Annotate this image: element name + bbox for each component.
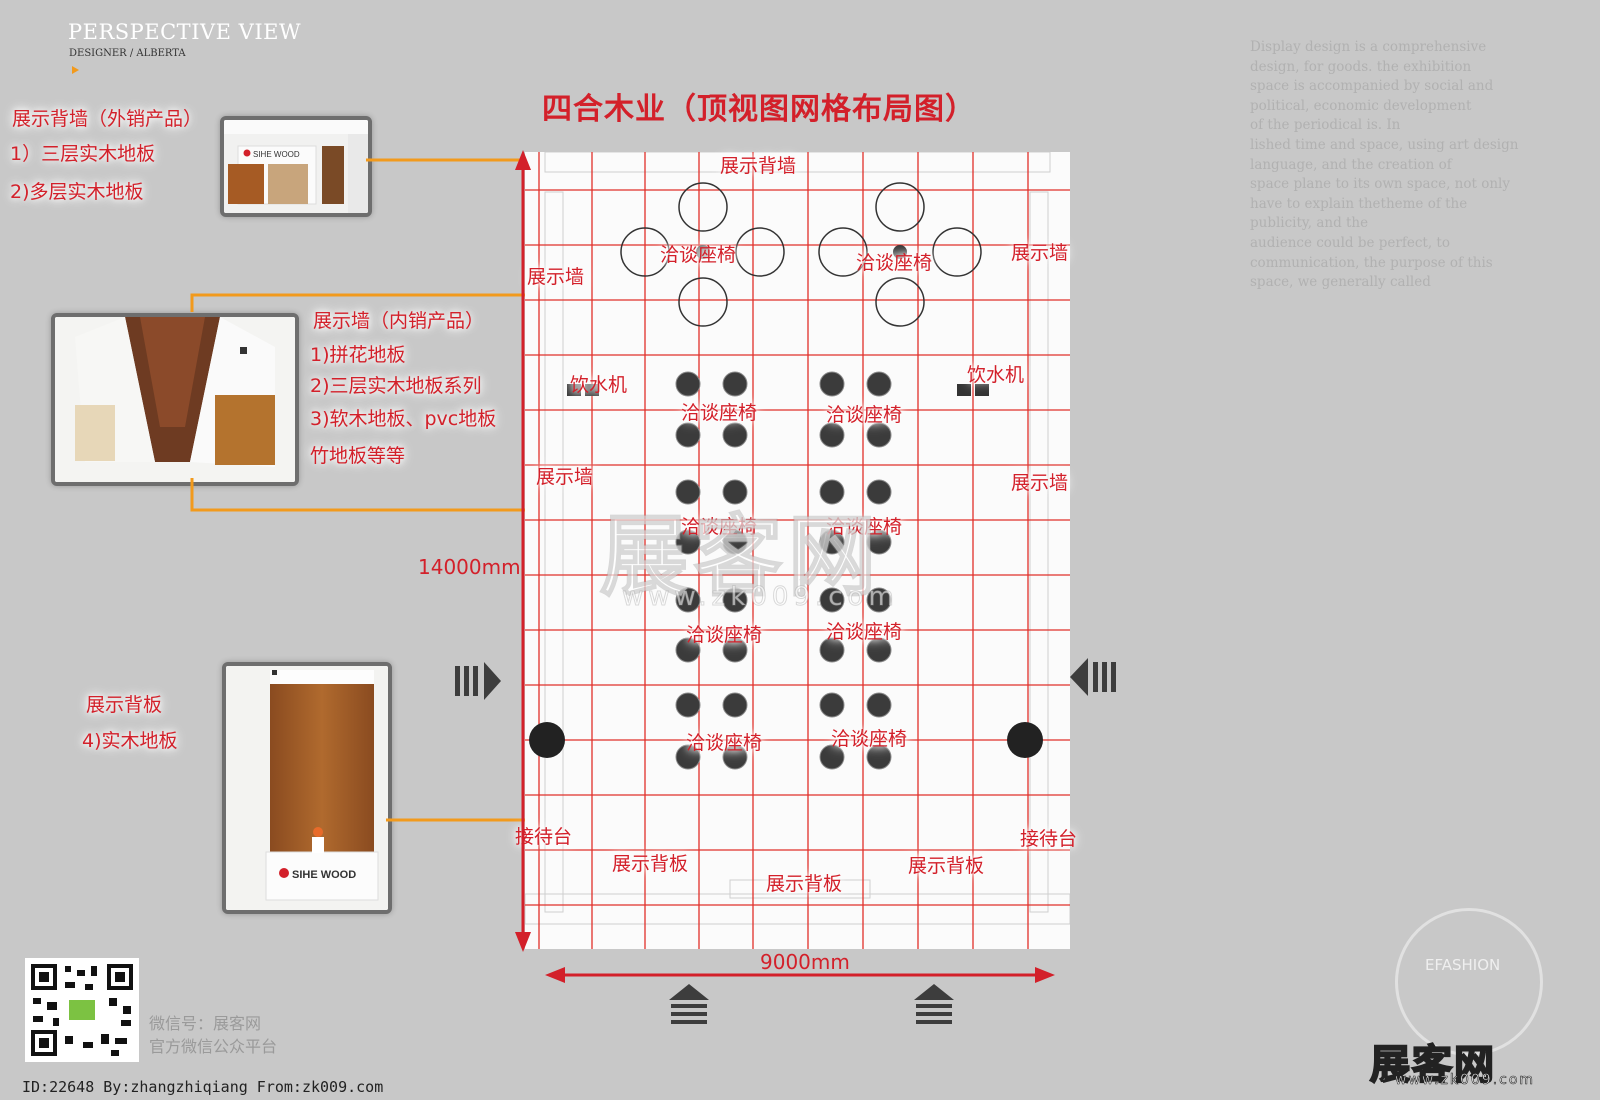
description-line: design, for goods. the exhibition xyxy=(1250,58,1472,75)
photo-logo-text: SIHE WOOD xyxy=(253,150,300,159)
description-line: language, and the creation of xyxy=(1250,156,1452,173)
plan-label-chairs: 洽谈座椅 xyxy=(660,244,737,266)
description-line: have to explain thetheme of the xyxy=(1250,195,1468,212)
callout-back-wall-title: 展示背墙（外销产品） xyxy=(12,108,203,130)
photo-logo-text: SIHE WOOD xyxy=(292,869,356,881)
description-line: communication, the purpose of this xyxy=(1250,254,1493,271)
plan-label-display-board: 展示背板 xyxy=(612,853,689,875)
plan-label-chairs: 洽谈座椅 xyxy=(826,621,903,643)
description-line: space, we generally called xyxy=(1250,274,1431,291)
plan-label-chairs: 洽谈座椅 xyxy=(831,728,908,750)
plan-label-display-wall: 展示墙 xyxy=(1011,472,1069,494)
plan-label-back-wall: 展示背墙 xyxy=(720,155,797,177)
photo-back-board: SIHE WOOD xyxy=(222,662,392,914)
plan-label-display-board: 展示背板 xyxy=(766,873,843,895)
photo-inner-wall xyxy=(51,313,299,486)
brand-logo: 展客网 xyxy=(1369,1041,1496,1089)
callout-back-wall-item: 2)多层实木地板 xyxy=(10,181,144,203)
callout-inner-wall-item: 3)软木地板、pvc地板 xyxy=(310,408,497,430)
plan-label-display-wall: 展示墙 xyxy=(1011,242,1069,264)
seal-text: EFASHION xyxy=(1425,956,1501,974)
plan-label-display-board: 展示背板 xyxy=(908,855,985,877)
floor-plan xyxy=(525,152,1070,949)
wechat-platform: 官方微信公众平台 xyxy=(149,1037,278,1056)
footer-id: ID:22648 By:zhangzhiqiang From:zk009.com xyxy=(22,1078,384,1096)
brand-logo-url: www.zk009.com xyxy=(1395,1072,1536,1089)
photo-inner-wall-render xyxy=(55,317,295,482)
callout-back-board-item: 4)实木地板 xyxy=(82,730,178,752)
plan-label-chairs: 洽谈座椅 xyxy=(686,732,763,754)
plan-label-chairs: 洽谈座椅 xyxy=(681,516,758,538)
description-line: Display design is a comprehensive xyxy=(1250,39,1487,55)
description-line: lished time and space, using art design xyxy=(1250,136,1519,153)
wechat-id: 微信号：展客网 xyxy=(149,1014,262,1033)
plan-label-display-wall: 展示墙 xyxy=(536,466,594,488)
designer-credit: DESIGNER / ALBERTA xyxy=(69,48,186,59)
header-arrow-icon xyxy=(72,66,79,74)
plan-label-water-dispenser: 饮水机 xyxy=(967,364,1025,386)
description-line: political, economic development xyxy=(1250,97,1472,114)
plan-label-chairs: 洽谈座椅 xyxy=(826,516,903,538)
photo-back-wall-render: SIHE WOOD xyxy=(224,120,368,213)
callout-inner-wall-item: 2)三层实木地板系列 xyxy=(310,375,482,397)
callout-back-board-title: 展示背板 xyxy=(86,694,163,716)
header-title: PERSPECTIVE VIEW xyxy=(68,20,302,44)
plan-label-reception: 接待台 xyxy=(515,826,573,848)
qr-code xyxy=(25,958,139,1062)
dimension-height: 14000mm xyxy=(418,555,521,579)
photo-back-wall: SIHE WOOD xyxy=(220,116,372,217)
seal-stamp xyxy=(1395,908,1543,1056)
watermark-text: 展客网 xyxy=(599,504,883,609)
callout-inner-wall-title: 展示墙（内销产品） xyxy=(313,310,485,332)
plan-label-chairs: 洽谈座椅 xyxy=(856,252,933,274)
plan-label-chairs: 洽谈座椅 xyxy=(826,404,903,426)
photo-back-board-render: SIHE WOOD xyxy=(226,666,388,910)
wechat-info: 微信号：展客网 官方微信公众平台 xyxy=(149,1012,277,1058)
plan-label-display-wall: 展示墙 xyxy=(527,266,585,288)
plan-label-water-dispenser: 饮水机 xyxy=(570,374,628,396)
plan-label-chairs: 洽谈座椅 xyxy=(681,402,758,424)
description-line: publicity, and the xyxy=(1250,215,1369,232)
description-line: space is accompanied by social and xyxy=(1250,78,1494,95)
description-line: space plane to its own space, not only xyxy=(1250,176,1510,193)
callout-back-wall-item: 1）三层实木地板 xyxy=(10,143,156,165)
floor-plan-drawing xyxy=(525,152,1070,949)
callout-inner-wall-item: 竹地板等等 xyxy=(310,445,406,467)
callout-inner-wall-item: 1)拼花地板 xyxy=(310,344,406,366)
dimension-width: 9000mm xyxy=(760,950,850,974)
plan-label-chairs: 洽谈座椅 xyxy=(686,624,763,646)
watermark-url: www.zk009.com xyxy=(622,582,899,613)
description-line: audience could be perfect, to xyxy=(1250,234,1450,251)
description-block: Display design is a comprehensive design… xyxy=(1250,38,1519,293)
main-title: 四合木业（顶视图网格布局图） xyxy=(542,92,976,127)
plan-label-reception: 接待台 xyxy=(1020,828,1078,850)
description-line: of the periodical is. In xyxy=(1250,117,1401,134)
